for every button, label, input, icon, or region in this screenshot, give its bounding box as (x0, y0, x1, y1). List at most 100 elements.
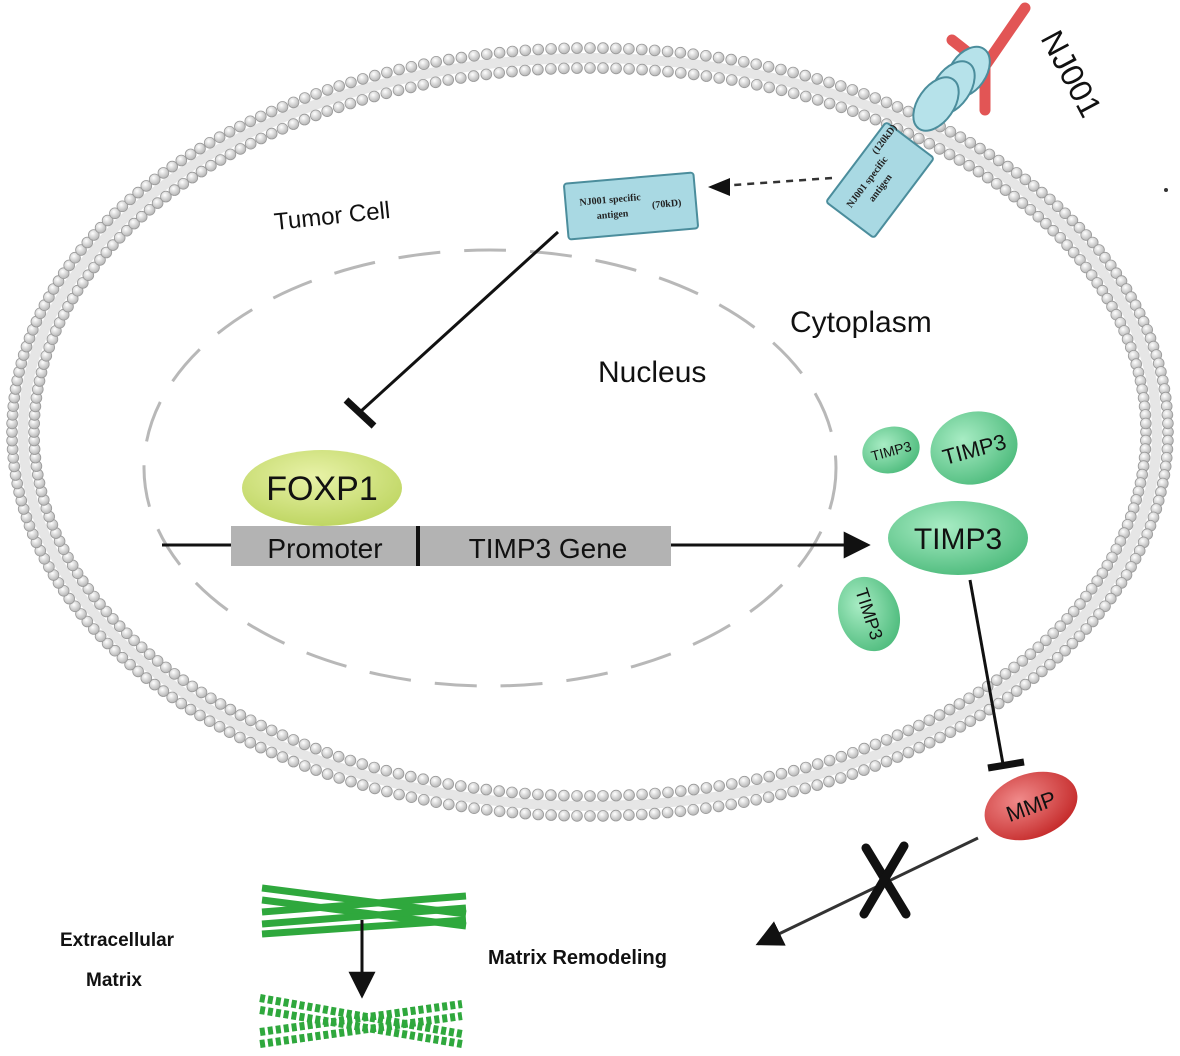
membrane-lipid-bead (1093, 608, 1105, 620)
membrane-lipid-bead (834, 80, 847, 92)
membrane-lipid-bead (506, 786, 518, 799)
membrane-lipid-bead (430, 55, 443, 68)
membrane-lipid-bead (381, 66, 393, 79)
membrane-lipid-bead (799, 761, 812, 774)
membrane-lipid-bead (597, 42, 609, 54)
matrix-remodeling-label: Matrix Remodeling (488, 947, 667, 969)
membrane-lipid-bead (506, 806, 519, 819)
membrane-lipid-bead (116, 200, 129, 213)
membrane-lipid-bead (775, 767, 788, 780)
membrane-lipid-bead (662, 786, 674, 799)
membrane-lipid-bead (195, 686, 208, 699)
membrane-lipid-bead (799, 782, 811, 795)
membrane-lipid-bead (1080, 261, 1092, 274)
membrane-lipid-bead (1061, 239, 1073, 251)
membrane-lipid-bead (891, 101, 904, 113)
membrane-lipid-bead (254, 110, 267, 123)
membrane-lipid-bead (356, 73, 369, 85)
membrane-lipid-bead (166, 160, 179, 173)
membrane-lipid-bead (203, 715, 216, 727)
membrane-lipid-bead (661, 45, 674, 58)
membrane-lipid-bead (417, 773, 430, 785)
membrane-lipid-bead (1047, 224, 1059, 237)
membrane-lipid-bead (265, 105, 278, 118)
membrane-lipid-bead (276, 101, 289, 113)
membrane-lipid-bead (869, 113, 882, 126)
membrane-lipid-bead (1019, 678, 1032, 691)
membrane-lipid-bead (128, 217, 140, 230)
membrane-lipid-bead (140, 180, 153, 192)
membrane-lipid-bead (943, 148, 956, 161)
membrane-lipid-bead (135, 210, 148, 223)
membrane-lipid-bead (194, 709, 206, 722)
membrane-lipid-bead (519, 807, 532, 820)
membrane-lipid-bead (186, 680, 199, 693)
membrane-lipid-bead (725, 778, 738, 790)
membrane-lipid-bead (750, 58, 762, 70)
membrane-lipid-bead (648, 807, 661, 820)
membrane-lipid-bead (81, 615, 94, 628)
membrane-lipid-bead (1067, 605, 1080, 618)
membrane-lipid-bead (584, 62, 596, 74)
membrane-lipid-bead (1047, 627, 1059, 640)
membrane-lipid-bead (1099, 600, 1111, 613)
membrane-lipid-bead (1073, 630, 1086, 643)
membrane-lipid-bead (775, 788, 787, 801)
membrane-lipid-bead (635, 808, 648, 821)
membrane-lipid-bead (368, 782, 381, 795)
membrane-lipid-bead (571, 42, 583, 54)
membrane-lipid-bead (429, 775, 442, 788)
membrane-lipid-bead (1008, 661, 1020, 674)
membrane-lipid-bead (811, 73, 823, 85)
membrane-lipid-bead (480, 68, 493, 81)
nucleus-envelope (142, 248, 838, 688)
timp3-inhibits-mmp-line (968, 579, 1005, 765)
membrane-lipid-bead (787, 785, 799, 798)
membrane-lipid-bead (1010, 167, 1023, 179)
membrane-lipid-bead (610, 789, 622, 802)
membrane-lipid-bead (254, 741, 267, 754)
membrane-lipid-bead (454, 780, 467, 792)
timp3-gene-label: TIMP3 Gene (469, 533, 628, 564)
foxp1-label: FOXP1 (266, 470, 377, 508)
membrane-lipid-bead (113, 232, 126, 244)
membrane-lipid-bead (57, 267, 70, 280)
membrane-lipid-bead (223, 126, 236, 138)
membrane-lipid-bead (1032, 641, 1045, 654)
membrane-lipid-bead (738, 775, 751, 788)
membrane-lipid-bead (835, 750, 848, 763)
membrane-lipid-bead (610, 809, 622, 822)
membrane-lipid-bead (775, 84, 788, 97)
membrane-lipid-bead (140, 672, 153, 684)
membrane-lipid-bead (963, 159, 975, 172)
membrane-lipid-bead (763, 770, 775, 783)
membrane-lipid-bead (287, 755, 300, 768)
membrane-lipid-bead (430, 796, 443, 808)
membrane-lipid-bead (913, 741, 925, 754)
membrane-lipid-bead (687, 68, 700, 81)
membrane-lipid-bead (700, 49, 712, 62)
nj001-label: NJ001 (1034, 24, 1109, 123)
membrane-lipid-bead (234, 143, 247, 155)
membrane-lipid-bead (417, 79, 430, 91)
membrane-lipid-bead (823, 754, 836, 767)
membrane-lipid-bead (1093, 244, 1105, 256)
membrane-lipid-bead (442, 778, 455, 790)
membrane-lipid-bead (858, 88, 870, 100)
membrane-lipid-bead (63, 592, 75, 605)
membrane-lipid-bead (442, 798, 455, 811)
membrane-lipid-bead (157, 167, 170, 179)
membrane-lipid-bead (846, 768, 859, 780)
membrane-lipid-bead (107, 239, 119, 251)
membrane-lipid-bead (429, 76, 442, 89)
membrane-lipid-bead (265, 724, 278, 737)
membrane-lipid-bead (532, 63, 544, 76)
membrane-lipid-bead (999, 668, 1012, 680)
remodeling-arrow (755, 836, 979, 946)
membrane-lipid-bead (404, 81, 417, 94)
membrane-lipid-bead (168, 668, 181, 680)
membrane-lipid-bead (597, 810, 609, 822)
membrane-lipid-bead (687, 803, 699, 816)
membrane-lipid-bead (480, 803, 493, 816)
membrane-lipid-bead (738, 76, 751, 89)
